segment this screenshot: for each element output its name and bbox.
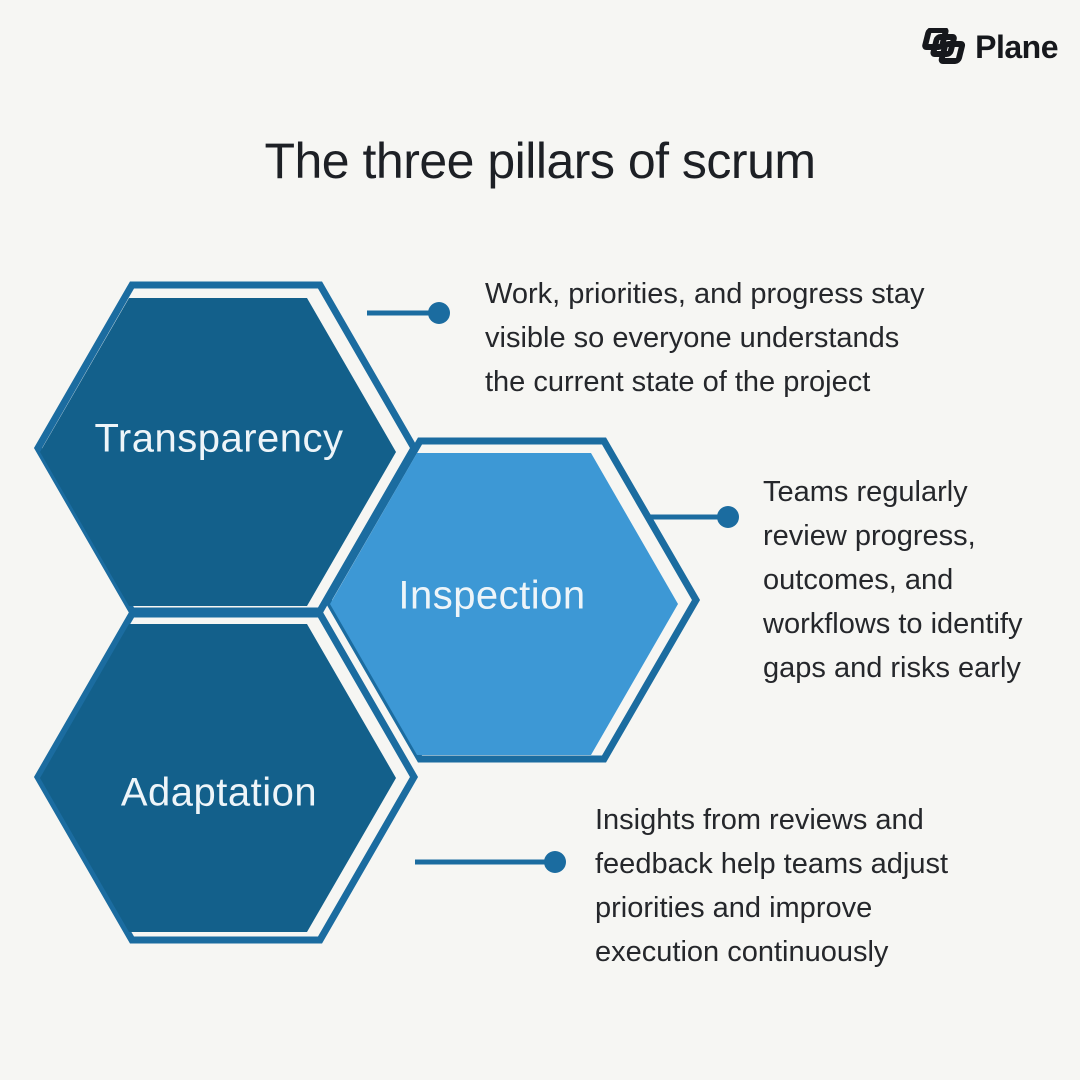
hexagon-outline-adaptation: [33, 610, 419, 944]
description-line: execution continuously: [595, 936, 889, 968]
description-inspection: Teams regularly review progress, outcome…: [763, 470, 1023, 690]
connector-inspection: [650, 506, 739, 528]
description-line: Teams regularly: [763, 476, 968, 508]
description-line: Work, priorities, and progress stay: [485, 278, 925, 310]
plane-logo-icon: [922, 28, 966, 64]
connector-transparency: [367, 302, 450, 324]
hexagon-group-adaptation: [33, 610, 419, 944]
description-line: visible so everyone understands: [485, 322, 900, 354]
description-transparency: Work, priorities, and progress stay visi…: [485, 272, 924, 404]
description-line: outcomes, and: [763, 564, 954, 596]
hexagon-label-inspection: Inspection: [398, 573, 586, 618]
description-line: review progress,: [763, 520, 976, 552]
description-line: feedback help teams adjust: [595, 848, 949, 880]
connector-dot-inspection: [717, 506, 739, 528]
connector-dot-transparency: [428, 302, 450, 324]
description-line: gaps and risks early: [763, 652, 1021, 684]
description-line: the current state of the project: [485, 366, 871, 398]
connector-dot-adaptation: [544, 851, 566, 873]
hexagon-label-transparency: Transparency: [94, 416, 344, 461]
page-title: The three pillars of scrum: [264, 133, 816, 189]
connector-adaptation: [415, 851, 566, 873]
description-line: workflows to identify: [763, 608, 1023, 640]
description-line: priorities and improve: [595, 892, 873, 924]
hexagon-fill-adaptation: [40, 624, 396, 932]
hexagon-fill-transparency: [40, 298, 396, 606]
hexagon-group-inspection: [323, 437, 701, 763]
description-adaptation: Insights from reviews and feedback help …: [595, 798, 948, 974]
plane-logo: Plane: [921, 28, 1058, 66]
hexagon-label-adaptation: Adaptation: [120, 770, 318, 815]
description-line: Insights from reviews and: [595, 804, 924, 836]
hexagon-outline-inspection: [323, 437, 701, 763]
plane-logo-text: Plane: [975, 28, 1058, 65]
hexagon-fill-inspection: [330, 453, 678, 755]
